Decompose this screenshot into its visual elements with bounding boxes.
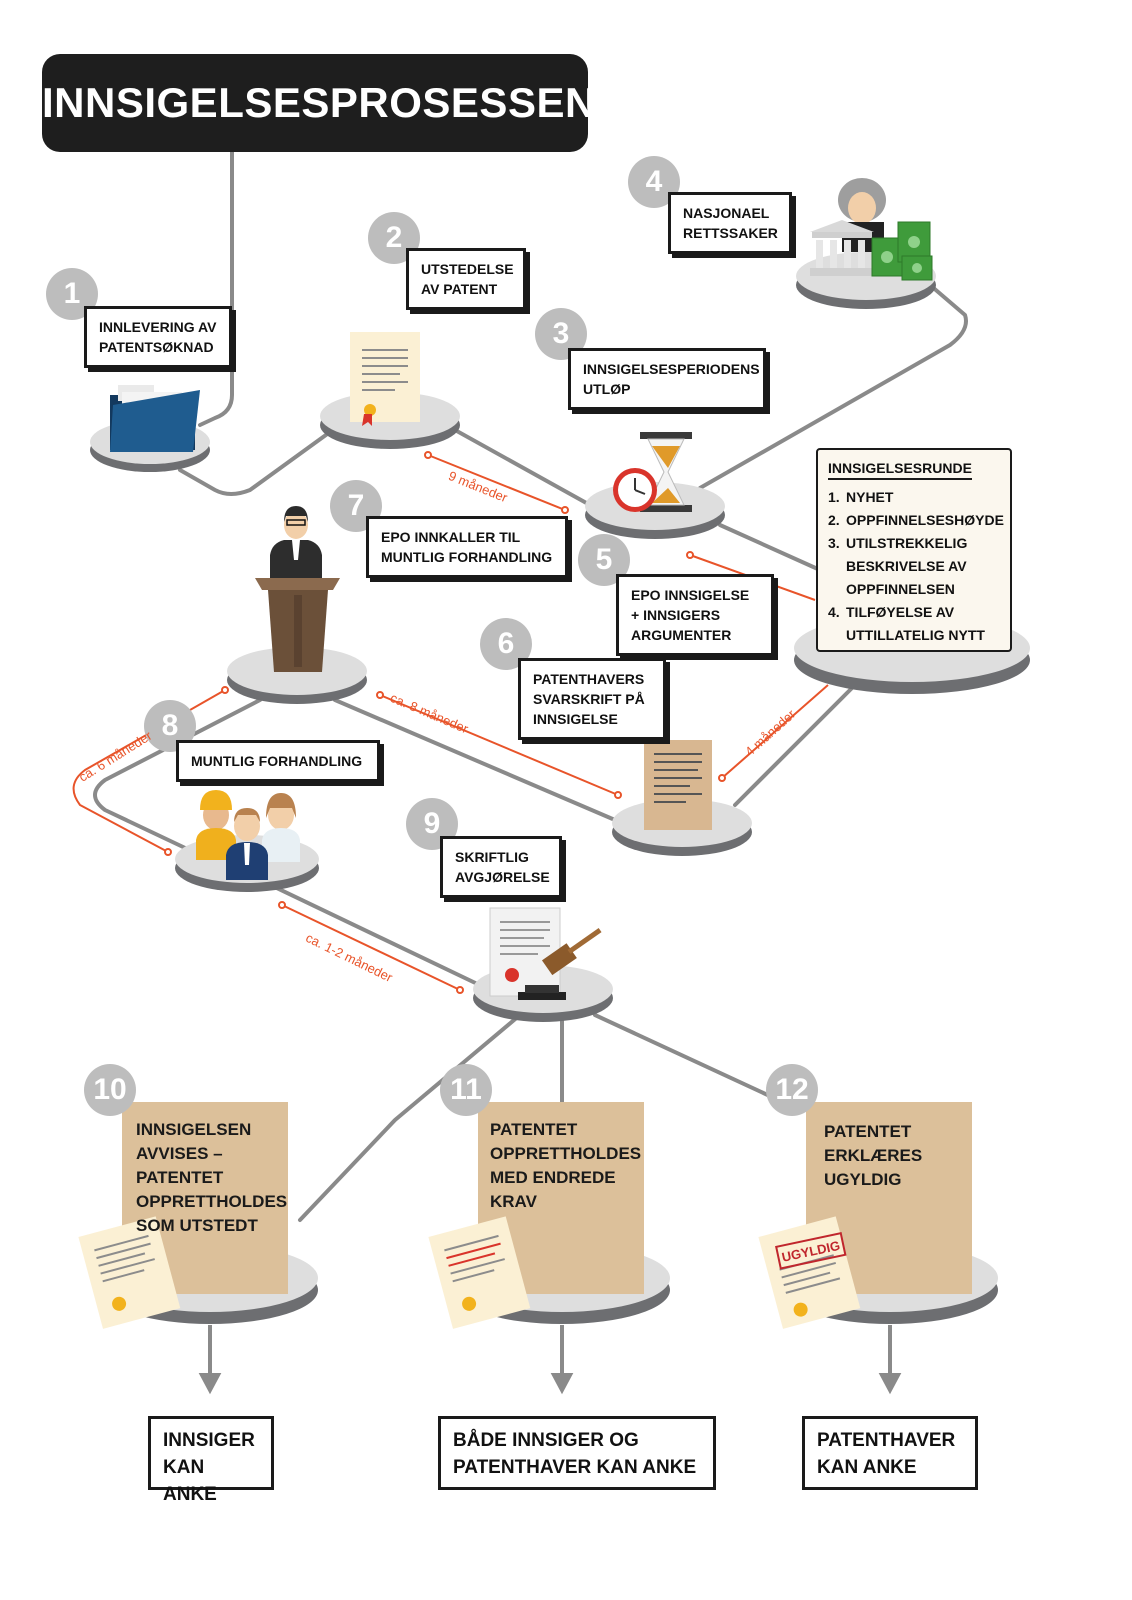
list-item: 1.NYHET [828,489,894,505]
outcome-document-11 [428,1102,644,1329]
step-label-6: PATENTHAVERS SVARSKRIFT PÅ INNSIGELSE [518,658,666,740]
reply-document-icon [644,740,712,830]
step-badge-2: 2 [368,212,420,264]
speaker-podium-icon [255,506,340,672]
final-box-10: INNSIGER KAN ANKE [148,1416,274,1505]
step-badge-10: 10 [84,1064,136,1116]
hourglass-clock-icon [613,432,692,512]
outcome-text-10: INNSIGELSEN AVVISES – PATENTET OPPRETTHO… [136,1120,288,1235]
list-item: 4.TILFØYELSE AV UTTILLATELIG NYTT [828,604,985,643]
step-label-1: INNLEVERING AV PATENTSØKNAD [84,306,232,368]
page-title: INNSIGELSESPROSESSEN [42,54,595,152]
step-badge-11: 11 [440,1064,492,1116]
opposition-round-box: INNSIGELSESRUNDE 1.NYHET 2.OPPFINNELSESH… [816,448,1012,652]
outcome-text-12: PATENTET ERKLÆRES UGYLDIG [824,1122,923,1189]
outcome-document-10 [78,1102,288,1329]
step-label-5: EPO INNSIGELSE + INNSIGERS ARGUMENTER [616,574,774,656]
step-badge-12: 12 [766,1064,818,1116]
hearing-people-icon [196,790,300,880]
connector-paths [93,150,968,1222]
outcome-document-12 [758,1102,972,1329]
step-label-2: UTSTEDELSE AV PATENT [406,248,526,310]
step-badge-6: 6 [480,618,532,670]
folder-icon [110,385,200,452]
step-label-3: INNSIGELSESPERIODENS UTLØP [568,348,766,410]
judge-court-money-icon [810,178,933,281]
list-item: 3.UTILSTREKKELIG BESKRIVELSE AV OPPFINNE… [828,535,968,597]
opposition-grounds-list: 1.NYHET 2.OPPFINNELSESHØYDE 3.UTILSTREKK… [828,486,1004,647]
final-box-12: PATENTHAVER KAN ANKE [802,1416,978,1490]
step-label-4: NASJONAEL RETTSSAKER [668,192,792,254]
list-item: 2.OPPFINNELSESHØYDE [828,512,1004,528]
step-badge-8: 8 [144,700,196,752]
timeline-lines [72,451,829,994]
step-label-7: EPO INNKALLER TIL MUNTLIG FORHANDLING [366,516,568,578]
step-label-8: MUNTLIG FORHANDLING [176,740,380,782]
final-box-11: BÅDE INNSIGER OG PATENTHAVER KAN ANKE [438,1416,716,1490]
decision-gavel-icon [489,907,602,1000]
patent-document-icon [350,332,420,426]
outcome-text-11: PATENTET OPPRETTHOLDES MED ENDREDE KRAV [490,1120,642,1211]
opposition-round-title: INNSIGELSESRUNDE [828,460,972,480]
step-label-9: SKRIFTLIG AVGJØRELSE [440,836,562,898]
final-arrows [198,1325,902,1395]
